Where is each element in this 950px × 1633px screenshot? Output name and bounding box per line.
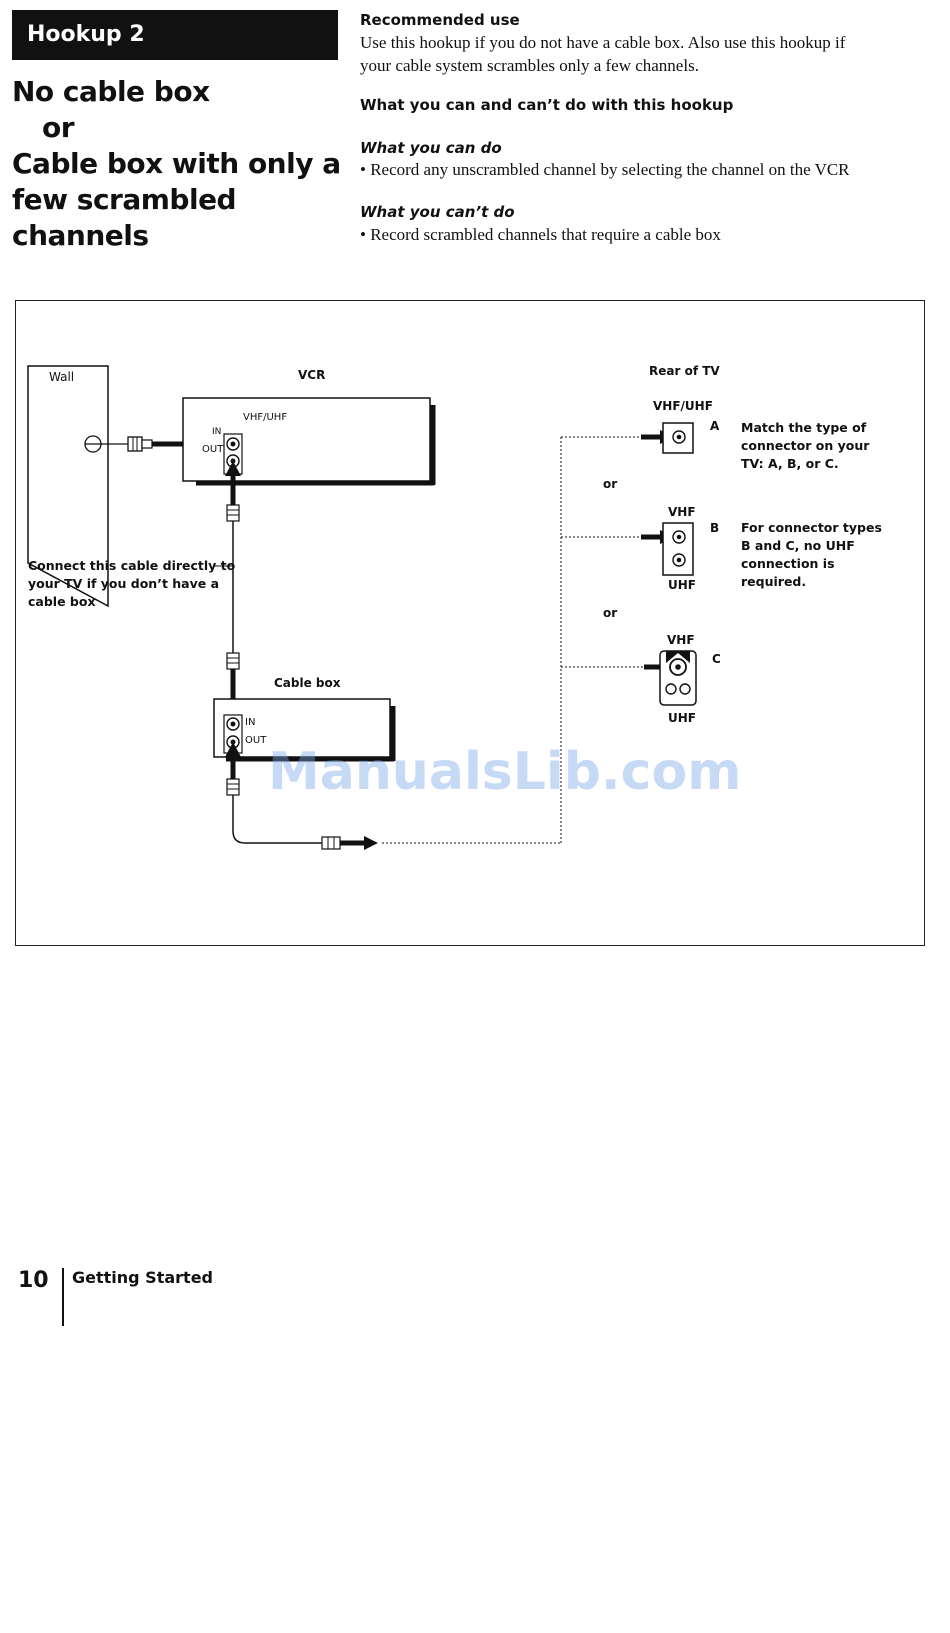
match-note-line-2: connector on your xyxy=(741,438,870,453)
wall-plug-icon xyxy=(127,436,143,452)
connector-c-letter: C xyxy=(712,652,721,666)
title-line-1: No cable box xyxy=(12,75,210,108)
bc-note-line-3: connection is xyxy=(741,556,835,571)
title-line-4: few scrambled xyxy=(12,183,237,216)
hookup-diagram: Wall VCR VHF/UHF IN OUT Connect this cab… xyxy=(15,300,925,946)
connector-c-top-label: VHF xyxy=(667,633,695,647)
watermark: ManualsLib.com xyxy=(268,742,742,802)
title-line-3: Cable box with only a xyxy=(12,147,341,180)
or-label-2: or xyxy=(603,606,618,620)
diagram-drawing xyxy=(27,365,697,850)
title-line-5: channels xyxy=(12,219,149,252)
match-connector-note: Match the type of connector on your TV: … xyxy=(741,419,869,473)
recommended-text-line-1: Use this hookup if you do not have a cab… xyxy=(360,33,846,52)
cablebox-in-label: IN xyxy=(245,717,256,728)
vcr-out-plug-icon xyxy=(226,504,240,522)
connector-c-bottom-label: UHF xyxy=(668,711,696,725)
connector-b-letter: B xyxy=(710,521,720,535)
page-number: 10 xyxy=(18,1268,49,1293)
wall-shape xyxy=(27,365,109,608)
or-label-1: or xyxy=(603,477,618,491)
match-note-line-3: TV: A, B, or C. xyxy=(741,456,839,471)
title-line-2: or xyxy=(42,111,75,144)
bc-note-line-4: required. xyxy=(741,574,807,589)
cablebox-in-plug-icon xyxy=(226,652,240,670)
vcr-body xyxy=(182,397,431,482)
cant-item: • Record scrambled channels that require… xyxy=(360,225,721,244)
can-cant-heading: What you can and can’t do with this hook… xyxy=(360,96,734,114)
tv-cable-plug-icon xyxy=(321,836,341,850)
hookup-tab: Hookup 2 xyxy=(12,10,338,60)
recommended-text: Use this hookup if you do not have a cab… xyxy=(360,31,940,77)
bc-note-line-1: For connector types xyxy=(741,520,882,535)
cable-box-body xyxy=(213,698,391,758)
vcr-vhf-uhf-label: VHF/UHF xyxy=(243,412,288,423)
section-name: Getting Started xyxy=(72,1268,213,1287)
cablebox-out-label: OUT xyxy=(245,735,267,746)
cable-box-label: Cable box xyxy=(274,676,341,690)
match-note-line-1: Match the type of xyxy=(741,420,867,435)
page-title: No cable box or Cable box with only a fe… xyxy=(12,74,341,254)
cant-heading: What you can’t do xyxy=(360,203,515,221)
can-item: • Record any unscrambled channel by sele… xyxy=(360,160,850,179)
vcr-label: VCR xyxy=(298,368,326,382)
cablebox-out-plug-icon xyxy=(226,778,240,796)
direct-note-line-3: cable box xyxy=(28,594,96,609)
connector-a-top-label: VHF/UHF xyxy=(653,399,713,413)
connector-b-bottom-label: UHF xyxy=(668,578,696,592)
bc-note-line-2: B and C, no UHF xyxy=(741,538,855,553)
recommended-text-line-2: your cable system scrambles only a few c… xyxy=(360,56,699,75)
rear-of-tv-label: Rear of TV xyxy=(649,364,720,378)
bc-connector-note: For connector types B and C, no UHF conn… xyxy=(741,519,882,591)
footer-divider xyxy=(62,1268,64,1326)
connector-a-letter: A xyxy=(710,419,720,433)
wall-label: Wall xyxy=(49,370,75,384)
connector-b-top-label: VHF xyxy=(668,505,696,519)
recommended-heading: Recommended use xyxy=(360,11,520,29)
can-heading: What you can do xyxy=(360,139,502,157)
direct-connect-note: Connect this cable directly to your TV i… xyxy=(28,557,235,611)
direct-note-line-1: Connect this cable directly to xyxy=(28,558,236,573)
direct-note-line-2: your TV if you don’t have a xyxy=(28,576,220,591)
vcr-in-label: IN xyxy=(212,427,222,437)
vcr-out-label: OUT xyxy=(202,444,224,455)
